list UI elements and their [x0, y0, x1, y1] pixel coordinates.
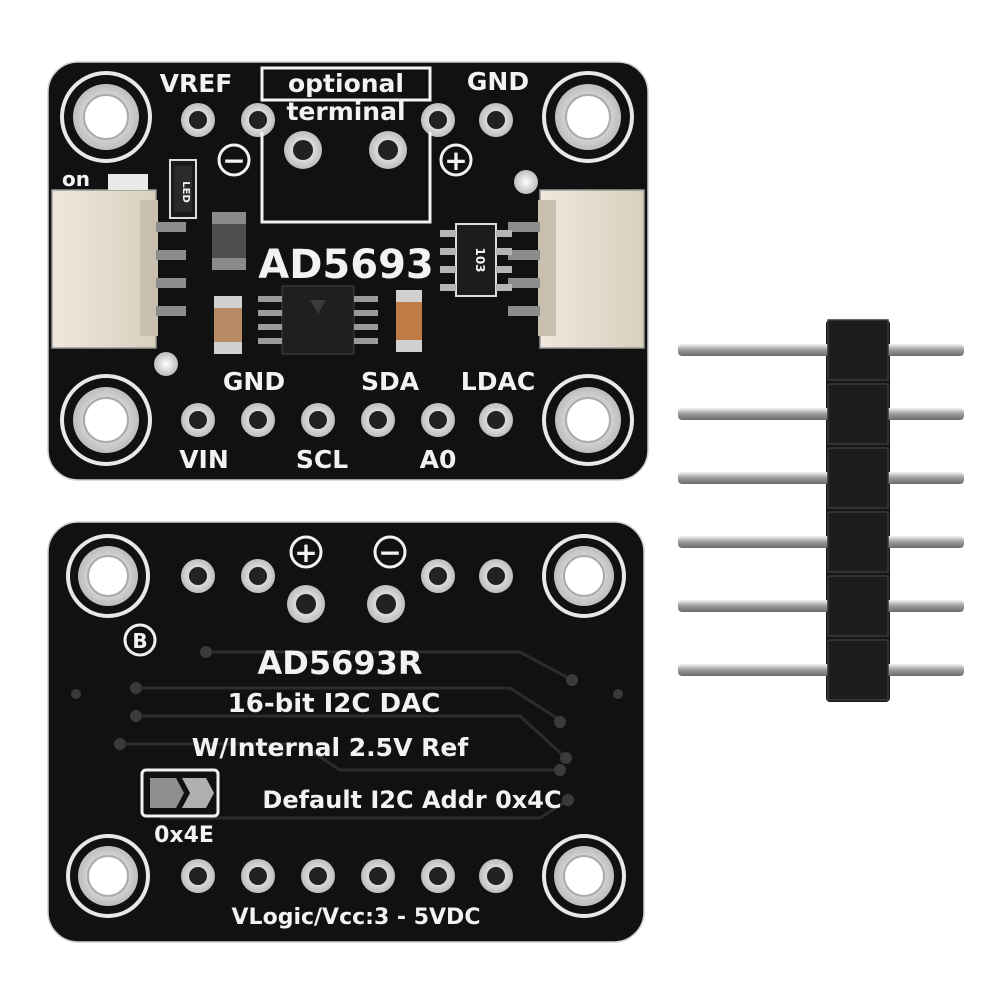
sda-label: SDA [361, 367, 420, 396]
header-pin [678, 472, 964, 484]
back-plus-sign: + [294, 536, 317, 569]
vlogic-label: VLogic/Vcc:3 - 5VDC [232, 905, 481, 930]
pin-header [678, 319, 964, 702]
header-segment [827, 639, 889, 701]
dac-chip [258, 285, 378, 355]
front-via-left [154, 352, 178, 376]
ldac-label: LDAC [461, 367, 535, 396]
header-segment [827, 511, 889, 573]
header-pin [678, 600, 964, 612]
front-top-pads [181, 103, 513, 137]
on-label: on [62, 167, 90, 191]
back-vias [71, 646, 623, 806]
terminal-label: terminal [286, 97, 405, 126]
header-segment [827, 319, 889, 381]
front-mounting-holes [60, 71, 634, 466]
back-traces [120, 650, 573, 820]
back-bottom-pads [181, 859, 513, 893]
front-board: LED [47, 61, 649, 481]
back-top-pads [181, 559, 513, 623]
capacitor-top [212, 212, 246, 270]
front-plus-sign: + [444, 144, 467, 177]
back-minus-circle [373, 535, 407, 569]
b-label: B [132, 629, 147, 653]
front-plus-circle [439, 143, 473, 177]
terminal-outline [260, 132, 432, 224]
front-chip-title: AD5693 [258, 242, 434, 288]
header-pin [678, 536, 964, 548]
optional-box [260, 66, 432, 102]
a0-label: A0 [420, 445, 457, 474]
scl-label: SCL [296, 445, 348, 474]
front-minus-circle [217, 143, 251, 177]
header-segment [827, 575, 889, 637]
gnd-top-label: GND [467, 67, 529, 96]
front-pcb [47, 61, 649, 481]
front-via-right [514, 170, 538, 194]
front-right-connector [508, 189, 645, 349]
front-minus-sign: − [222, 144, 245, 177]
back-title: AD5693R [257, 644, 422, 682]
power-led [108, 174, 148, 190]
header-pin [678, 344, 964, 356]
back-pcb [47, 521, 645, 943]
back-line-2: W/Internal 2.5V Ref [192, 733, 470, 762]
header-segment [827, 447, 889, 509]
header-pin [678, 664, 964, 676]
resistor-code: 103 [473, 247, 487, 272]
front-left-connector [51, 189, 186, 349]
back-mounting-holes [66, 534, 626, 918]
header-segment [827, 383, 889, 445]
resistor-network: 103 [440, 223, 512, 297]
front-bottom-pads [181, 403, 513, 437]
optional-label: optional [288, 69, 404, 98]
header-pin [678, 408, 964, 420]
capacitor-right [396, 290, 422, 352]
address-jumper [140, 768, 220, 818]
back-board: + − B AD5693R 16-bit I2C DAC W/Internal … [47, 521, 645, 943]
gnd-bottom-label: GND [223, 367, 285, 396]
default-addr-label: Default I2C Addr 0x4C [262, 786, 561, 814]
capacitor-left [214, 296, 242, 354]
back-line-1: 16-bit I2C DAC [228, 689, 441, 719]
alt-addr-label: 0x4E [154, 823, 214, 848]
vin-label: VIN [179, 445, 229, 474]
led-ref-label: LED [180, 181, 191, 203]
vref-label: VREF [160, 69, 233, 98]
back-minus-sign: − [378, 536, 401, 569]
b-circle [123, 623, 157, 657]
back-plus-circle [289, 535, 323, 569]
